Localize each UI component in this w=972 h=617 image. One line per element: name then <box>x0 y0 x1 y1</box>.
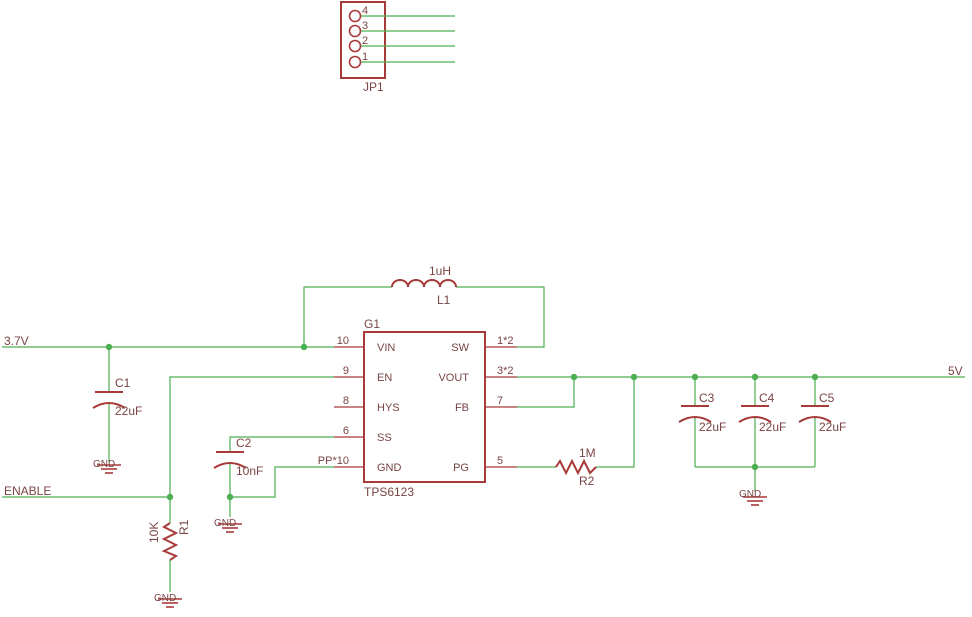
ic-pin-number: 10 <box>337 335 349 347</box>
net-label-vin: 3.7V <box>4 334 29 348</box>
capacitor-ref: C5 <box>819 391 835 405</box>
connector-pin-label: 3 <box>362 20 368 32</box>
junction-dot <box>300 343 308 351</box>
connector-pin-1 <box>348 55 362 69</box>
capacitor-value: 10nF <box>236 464 263 478</box>
ground-label: GND <box>739 489 761 500</box>
junction-dot <box>630 373 638 381</box>
ic-pin-number: 6 <box>343 425 349 437</box>
capacitor-c3: C3 22uF <box>678 391 726 434</box>
connector-body <box>340 1 386 79</box>
junction-dot <box>691 373 699 381</box>
connector-pin-label: 2 <box>362 35 368 47</box>
junction-dot <box>811 373 819 381</box>
ground-c1: GND <box>93 459 121 474</box>
inductor-coil <box>391 279 457 288</box>
junction-dot <box>226 493 234 501</box>
junction-dot <box>570 373 578 381</box>
ic-pin-name: HYS <box>377 402 400 414</box>
connector-jp1: 4 3 2 1 JP1 <box>340 1 455 94</box>
resistor-zigzag <box>555 458 597 476</box>
capacitor-value: 22uF <box>115 404 142 418</box>
inductor-ref: L1 <box>437 293 451 307</box>
resistor-ref: R2 <box>579 474 595 488</box>
ic-pin-number: 5 <box>497 455 503 467</box>
ic-g1: G1 TPS6123 VIN EN HYS SS GND 10 9 8 6 PP… <box>318 317 517 499</box>
ground-label: GND <box>93 459 115 470</box>
capacitor-c5: C5 22uF <box>798 391 846 434</box>
capacitor-c2: C2 10nF <box>213 436 263 478</box>
ground-output: GND <box>739 489 767 506</box>
ic-pin-number: 7 <box>497 395 503 407</box>
ground-c2: GND <box>214 518 242 533</box>
ic-part: TPS6123 <box>364 485 414 499</box>
capacitor-c1: C1 22uF <box>92 376 142 418</box>
resistor-value: 1M <box>579 446 596 460</box>
capacitor-c4: C4 22uF <box>738 391 786 434</box>
connector-pin-label: 4 <box>362 5 368 17</box>
capacitor-value: 22uF <box>819 420 846 434</box>
net-label-enable: ENABLE <box>4 484 51 498</box>
ic-pin-name: SW <box>451 342 469 354</box>
net-label-vout: 5V <box>948 364 963 378</box>
ground-label: GND <box>214 518 236 529</box>
junctions <box>105 343 819 501</box>
resistor-zigzag <box>161 522 179 561</box>
capacitor-ref: C2 <box>236 436 252 450</box>
capacitor-ref: C1 <box>115 376 131 390</box>
ic-pin-number: 8 <box>343 395 349 407</box>
ic-ref: G1 <box>364 317 380 331</box>
resistor-ref: R1 <box>177 519 191 535</box>
ic-pin-name: GND <box>377 462 402 474</box>
junction-dot <box>751 373 759 381</box>
ic-pin-number: 9 <box>343 365 349 377</box>
ic-pin-name: VIN <box>377 342 395 354</box>
ic-pin-name: FB <box>455 402 469 414</box>
connector-pin-label: 1 <box>362 51 368 63</box>
capacitor-value: 22uF <box>759 420 786 434</box>
resistor-value: 10K <box>147 522 161 543</box>
capacitor-ref: C4 <box>759 391 775 405</box>
inductor-value: 1uH <box>429 264 451 278</box>
ic-pin-name: VOUT <box>438 372 469 384</box>
capacitor-value: 22uF <box>699 420 726 434</box>
connector-pin-4 <box>348 9 362 23</box>
ic-pin-number: 1*2 <box>497 335 514 347</box>
ic-pin-number: 3*2 <box>497 365 514 377</box>
ic-pin-name: EN <box>377 372 392 384</box>
connector-pin-3 <box>348 24 362 38</box>
resistor-r2: 1M R2 <box>555 446 597 488</box>
connector-pin-2 <box>348 39 362 53</box>
capacitor-ref: C3 <box>699 391 715 405</box>
ic-pin-number: PP*10 <box>318 455 349 467</box>
junction-dot <box>105 343 113 351</box>
connector-ref: JP1 <box>363 80 384 94</box>
junction-dot <box>166 493 174 501</box>
junction-dot <box>751 463 759 471</box>
inductor-l1: 1uH L1 <box>391 264 457 307</box>
ground-r1: GND <box>154 593 182 608</box>
ic-pin-name: SS <box>377 432 392 444</box>
ground-label: GND <box>154 593 176 604</box>
resistor-r1: 10K R1 <box>147 519 191 561</box>
ic-pin-name: PG <box>453 462 469 474</box>
